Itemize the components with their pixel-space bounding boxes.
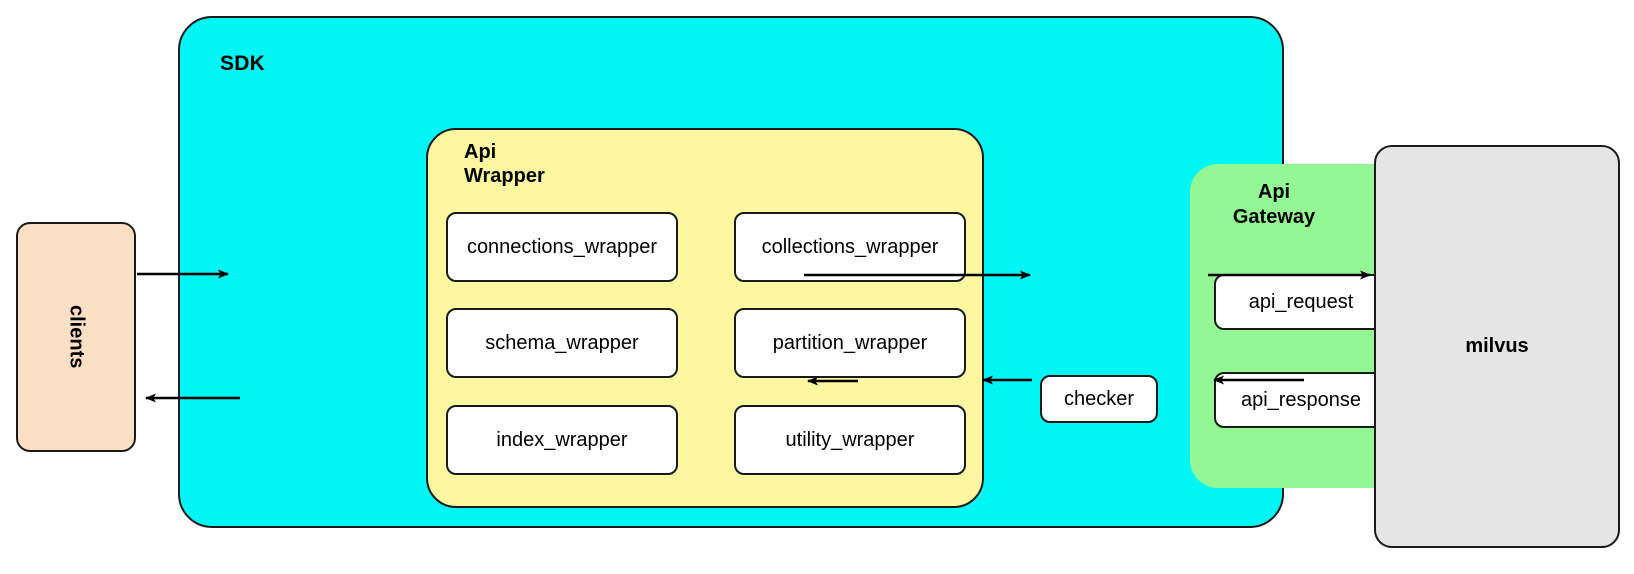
milvus-label: milvus [1465, 335, 1529, 357]
api-gateway-label-line2: Gateway [1232, 206, 1316, 228]
module-connections-wrapper[interactable]: connections_wrapper [446, 212, 678, 282]
module-label: connections_wrapper [466, 235, 658, 258]
module-collections-wrapper[interactable]: collections_wrapper [734, 212, 966, 282]
api-request-box[interactable]: api_request [1214, 274, 1388, 330]
module-label: collections_wrapper [761, 235, 939, 258]
checker-box[interactable]: checker [1040, 375, 1158, 423]
module-partition-wrapper[interactable]: partition_wrapper [734, 308, 966, 378]
api-gateway-label-line1: Api [1257, 181, 1291, 203]
module-index-wrapper[interactable]: index_wrapper [446, 405, 678, 475]
milvus-box[interactable]: milvus [1374, 145, 1620, 548]
clients-box[interactable]: clients [16, 222, 136, 452]
clients-label: clients [65, 305, 88, 369]
api-response-label: api_response [1240, 388, 1362, 411]
api-wrapper-label-line1: Api [464, 141, 497, 163]
api-wrapper-label-line2: Wrapper [464, 165, 545, 187]
module-label: schema_wrapper [485, 331, 639, 354]
api-response-box[interactable]: api_response [1214, 372, 1388, 428]
api-request-label: api_request [1248, 290, 1354, 313]
module-label: utility_wrapper [785, 428, 915, 451]
module-label: partition_wrapper [772, 331, 928, 354]
checker-label: checker [1063, 387, 1135, 410]
sdk-label: SDK [220, 52, 265, 75]
module-utility-wrapper[interactable]: utility_wrapper [734, 405, 966, 475]
module-label: index_wrapper [496, 428, 628, 451]
module-schema-wrapper[interactable]: schema_wrapper [446, 308, 678, 378]
